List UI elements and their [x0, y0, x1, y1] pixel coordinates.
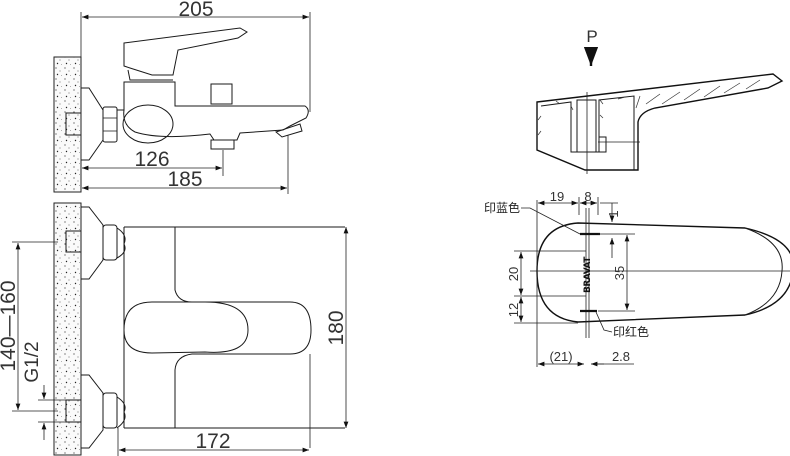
handle-top-view: BRAVAT 印蓝色 印红色 19 8 1 35 20 12 (21): [484, 189, 790, 367]
dim-overall-length: 205: [178, 0, 213, 21]
dim-width-172: 172: [195, 430, 230, 453]
dim-19: 19: [550, 189, 564, 204]
wall-section: [53, 56, 82, 193]
handle-section-view: P: [536, 27, 784, 174]
wall-section: [53, 202, 82, 456]
dim-1: 1: [606, 210, 621, 217]
dim-inlet-spacing: 140—160: [0, 280, 20, 371]
dim-2-8: 2.8: [612, 349, 630, 364]
side-view: 205 126 185: [53, 0, 311, 194]
front-view: 172 180 140—160 G1/2: [0, 202, 349, 456]
dim-thread-g12: G1/2: [22, 341, 43, 382]
brand-logo-bravat: BRAVAT: [583, 256, 593, 293]
dim-outlet-185: 185: [167, 168, 202, 191]
dim-12: 12: [506, 303, 521, 317]
pressure-label-p: P: [586, 27, 597, 46]
dim-height-180: 180: [325, 310, 348, 345]
red-print-label: 印红色: [613, 324, 649, 339]
dim-8: 8: [584, 189, 591, 204]
dim-20: 20: [506, 267, 521, 281]
dim-21: (21): [549, 349, 572, 364]
blue-print-label: 印蓝色: [484, 201, 520, 215]
dim-outlet-126: 126: [134, 148, 169, 171]
dim-35: 35: [612, 266, 627, 280]
